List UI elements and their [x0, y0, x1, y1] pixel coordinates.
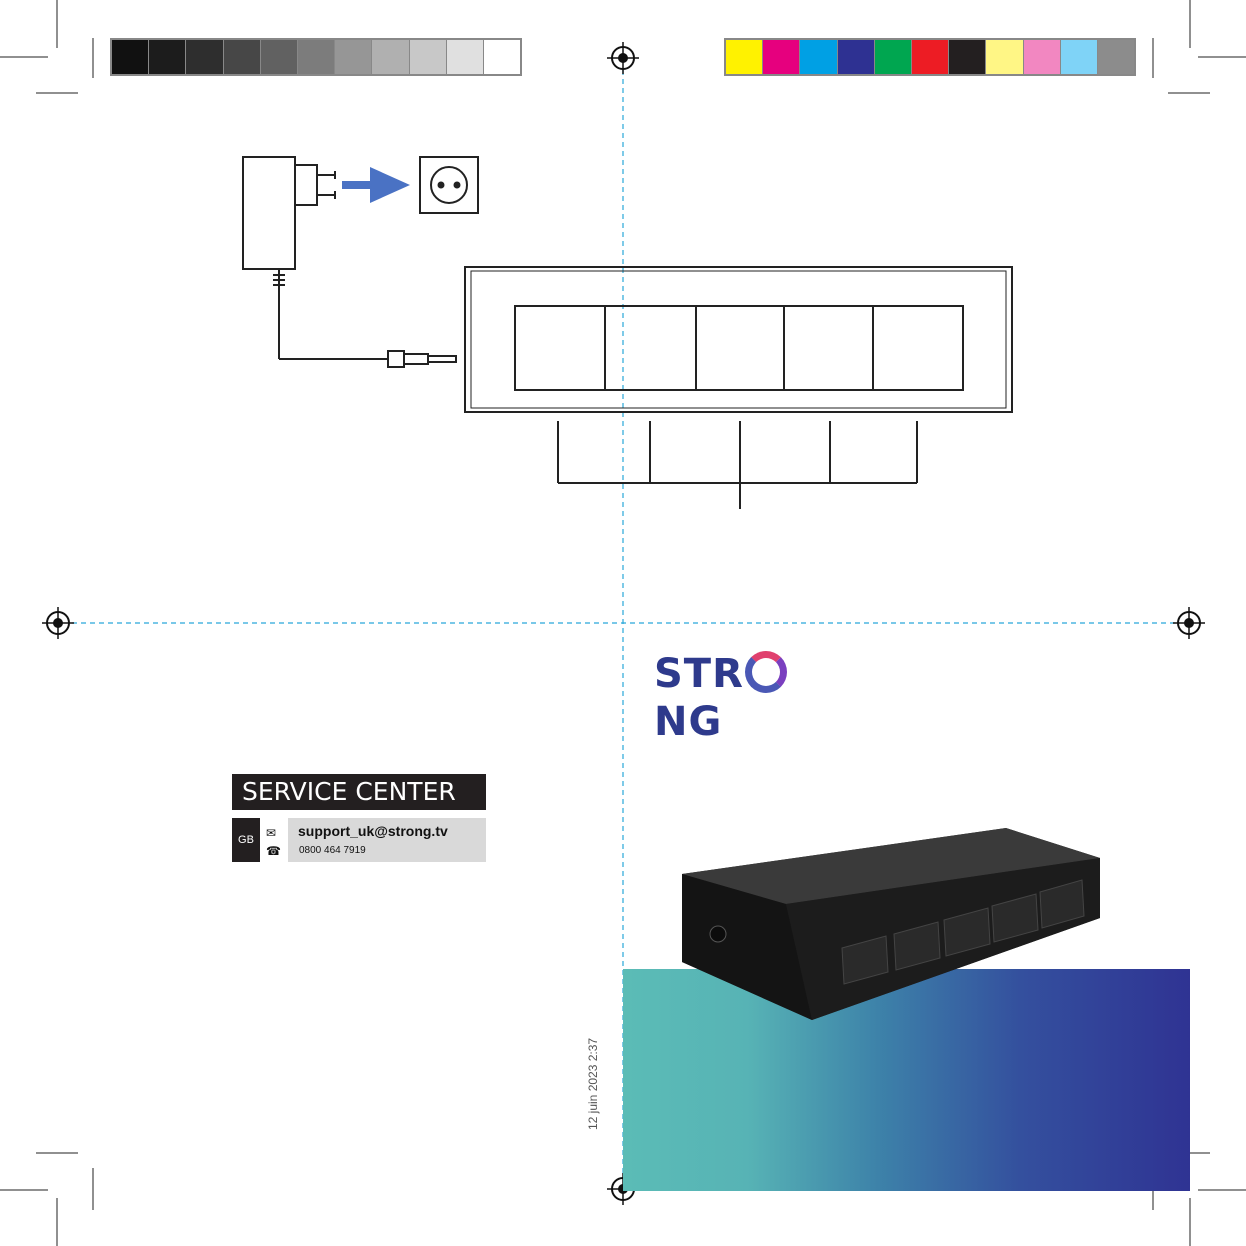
color-swatch — [838, 40, 875, 74]
installation-diagram — [230, 145, 1030, 525]
switch-front-panel — [465, 267, 1012, 412]
color-swatch — [1024, 40, 1061, 74]
color-swatch — [949, 40, 986, 74]
color-swatch — [726, 40, 763, 74]
email-icon: ✉ — [266, 826, 276, 840]
gray-swatch — [224, 40, 261, 74]
gray-swatch — [335, 40, 372, 74]
gray-swatch — [149, 40, 186, 74]
support-phone: 0800 464 7919 — [299, 845, 366, 856]
color-swatch — [1098, 40, 1134, 74]
gray-swatch — [410, 40, 447, 74]
registration-mark-icon — [607, 42, 639, 74]
color-swatch — [800, 40, 837, 74]
logo-text-left: STR — [654, 651, 744, 697]
color-calibration-bar — [724, 38, 1136, 76]
gray-swatch — [484, 40, 520, 74]
country-code: GB — [232, 818, 260, 862]
support-email[interactable]: support_uk@strong.tv — [298, 823, 448, 839]
logo-ring-icon — [745, 651, 787, 693]
phone-icon: ☎ — [266, 844, 281, 858]
wall-socket — [420, 157, 478, 213]
service-center-title: SERVICE CENTER — [232, 774, 486, 810]
registration-mark-icon — [42, 607, 74, 639]
logo-text-right: NG — [654, 699, 722, 745]
color-swatch — [912, 40, 949, 74]
registration-mark-icon — [1173, 607, 1205, 639]
grayscale-bar — [110, 38, 522, 76]
port-callout-lines — [558, 421, 917, 509]
color-swatch — [763, 40, 800, 74]
product-photo-switch — [676, 822, 1106, 1028]
color-swatch — [986, 40, 1023, 74]
contact-icons: ✉ ☎ — [262, 818, 284, 862]
gray-swatch — [298, 40, 335, 74]
gray-swatch — [112, 40, 149, 74]
gray-swatch — [261, 40, 298, 74]
color-swatch — [1061, 40, 1098, 74]
print-date: 12 juin 2023 2:37 — [586, 1038, 600, 1130]
color-swatch — [875, 40, 912, 74]
gray-swatch — [186, 40, 223, 74]
strong-logo: STRNG — [654, 650, 854, 698]
gray-swatch — [447, 40, 484, 74]
gray-swatch — [372, 40, 409, 74]
arrow-icon — [342, 167, 410, 203]
